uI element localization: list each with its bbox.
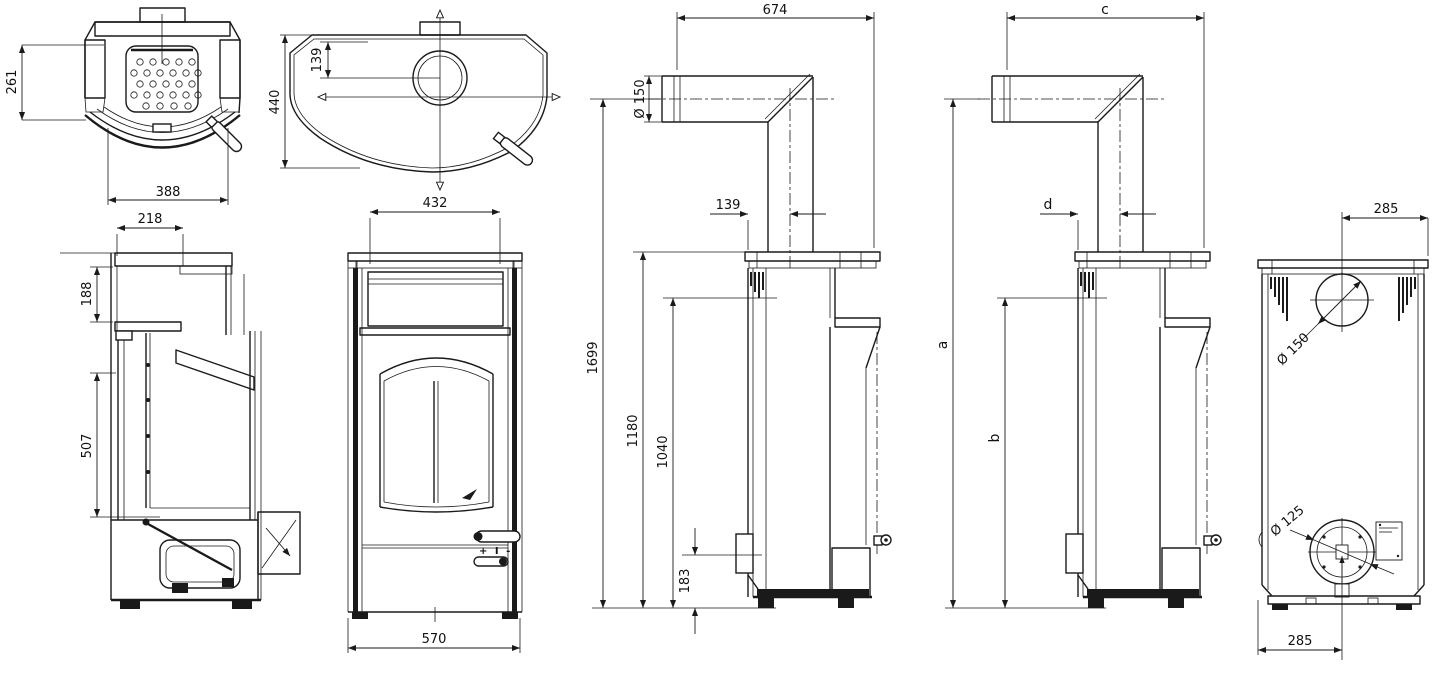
right-wall-hatched [219,39,241,99]
dim-d125-label: Ø 125 [1268,503,1308,540]
view-flue-elbow-lettered: c d [944,2,1205,270]
dim-b-label: b [987,433,1003,442]
right-foot [502,612,518,619]
brand-logo [462,489,477,500]
door-handle [492,131,534,166]
dim-d-label: d [1044,197,1053,213]
top-plate-step [179,265,233,275]
front-foot [1168,597,1184,608]
dim-139-top-label: 139 [310,48,325,73]
left-pillar [353,268,358,612]
dim-285-bottom-label: 285 [1288,634,1313,649]
dim-d150-rear-label: Ø 150 [1274,330,1312,368]
body-outline-outer [289,34,548,173]
right-grille-marks [1398,277,1416,321]
right-arc-cap [219,97,241,113]
dim-1040-label: 1040 [656,435,671,468]
scraper-rod [147,522,233,572]
miter-joint [1097,76,1144,123]
left-arc-cap [84,97,106,113]
dim-1699-label: 1699 [586,341,601,374]
view-cross-section: 218 188 507 [60,212,301,609]
view-flue-elbow-numeric: Ø 150 674 139 [633,3,875,270]
top-band-hatched [94,21,231,37]
top-plate-hatched [114,252,233,267]
view-top: 440 139 [268,8,562,192]
dim-285-top-label: 285 [1374,202,1399,217]
right-foot [1396,604,1412,610]
door-latch [152,123,172,133]
ash-pan [159,539,241,589]
air-grille-marks [1080,272,1094,298]
base-shadow-band [757,589,869,597]
left-grille-marks [1270,277,1288,321]
dim-183-label: 183 [678,569,693,594]
dim-139-flue-label: 139 [716,198,741,213]
dim-188-label: 188 [80,282,95,307]
view-side-numeric: 1699 1180 1040 183 [586,98,892,634]
view-top-cross-section: 261 388 [5,7,243,205]
view-side-lettered: a b [935,99,1222,609]
shelf-hatched [114,321,182,332]
door-handle [475,530,521,543]
front-ledge [1164,317,1211,328]
rear-foot [758,597,774,608]
front-foot [838,597,854,608]
air-control-scale: + I - [479,546,512,557]
door-bottom-inner [383,501,490,508]
rear-foot [232,600,252,609]
dim-440-label: 440 [268,90,283,115]
door-bottom-outer [379,506,494,513]
dim-432-label: 432 [423,196,448,211]
left-wall-hatched [84,39,106,99]
front-foot [120,600,140,609]
damper-box [257,511,301,575]
flue-stub-top [139,7,186,23]
handle-knob-rear [1258,531,1263,548]
body-outline-inner [293,38,544,169]
dim-a-label: a [935,341,951,350]
door-hinge [115,330,133,341]
view-front: 432 + I - [347,196,523,653]
right-pillar [512,268,517,612]
door-arch-outer [379,357,494,375]
dim-388-label: 388 [156,185,181,200]
panel-ledge [359,327,511,336]
dim-1180-label: 1180 [626,414,641,447]
air-inlet-box [1065,533,1084,574]
air-inlet-box [735,533,754,574]
left-foot [352,612,368,619]
front-ledge [834,317,881,328]
left-foot [1272,604,1288,610]
air-control-lever [473,556,509,567]
grate-holes [130,58,202,110]
miter-joint [767,76,814,123]
view-rear: 285 Ø 150 Ø 125 [1257,202,1429,660]
dim-261-label: 261 [5,70,20,95]
flame-baffle [175,349,255,391]
air-grille-marks [750,272,764,298]
dim-c-label: c [1101,2,1109,18]
dim-674-label: 674 [763,3,788,18]
door-handle-top [205,115,243,153]
door-arch-inner [383,366,490,382]
dim-507-label: 507 [80,434,95,459]
rear-foot [1088,597,1104,608]
dim-218-label: 218 [138,212,163,227]
dim-570-label: 570 [422,632,447,647]
upper-panel [367,271,504,327]
